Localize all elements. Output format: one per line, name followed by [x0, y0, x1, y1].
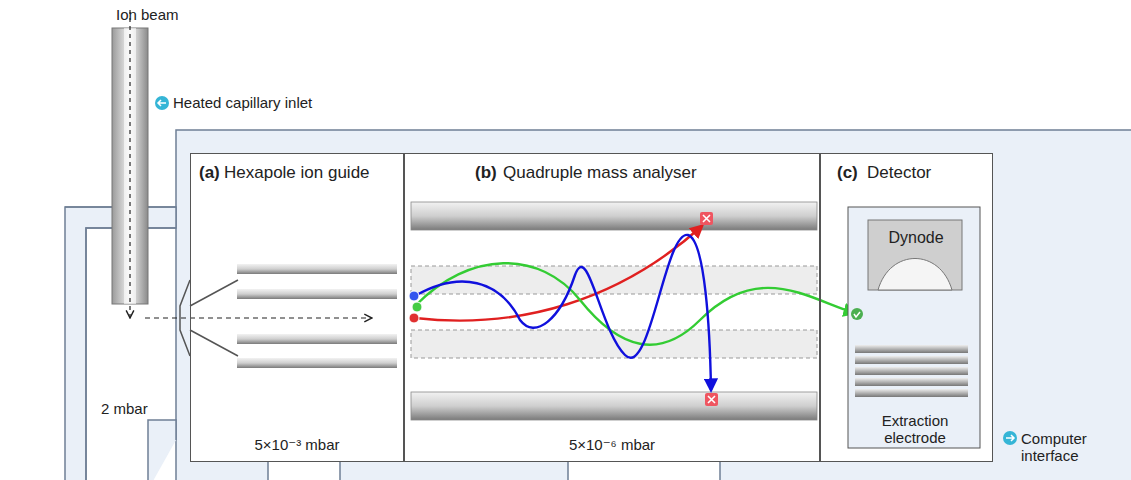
part-label: 5×10⁻³ mbar [195, 436, 399, 453]
part-label: Quadruple mass analyser [503, 163, 697, 183]
panel-letter: (c) [837, 163, 858, 183]
annotation-label: Ion beam [116, 6, 179, 23]
part-label: Dynode [873, 229, 959, 247]
stage-panel: (a)Hexapole ion guide 5×10⁻³ mbar [190, 153, 404, 462]
annotation-label: Computer interface [1021, 430, 1121, 465]
part-label: Detector [867, 163, 931, 183]
part-label: Extraction electrode [853, 412, 977, 447]
annotation-label: 2 mbar [101, 400, 148, 417]
panel-letter: (b) [475, 163, 497, 183]
part-label: 5×10⁻⁶ mbar [409, 436, 815, 453]
part-label: Hexapole ion guide [224, 163, 370, 183]
detector-unit: Extraction electrode Dynode [849, 208, 981, 449]
dynode-box: Dynode [869, 221, 963, 291]
panel-letter: (a) [199, 163, 220, 183]
stage-panel: (c) DetectorExtraction electrode Dynode [820, 153, 993, 462]
annotation-label: Heated capillary inlet [173, 94, 312, 111]
stage-panel: (b) Quadruple mass analyser 5×10⁻⁶ mbar [404, 153, 820, 462]
